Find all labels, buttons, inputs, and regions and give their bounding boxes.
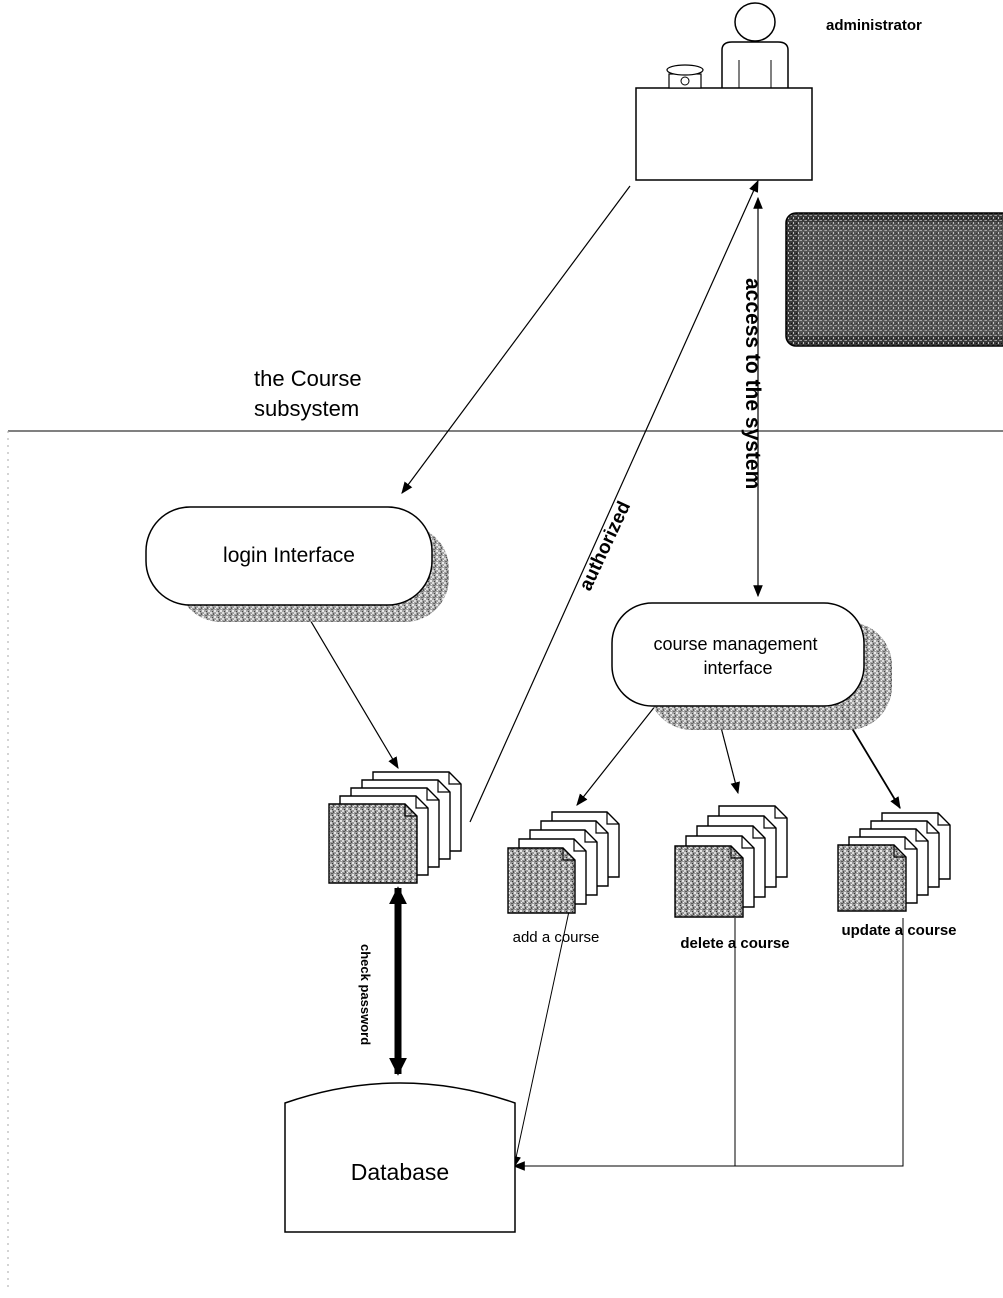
database-icon bbox=[285, 1083, 515, 1232]
check-password-label: check password bbox=[358, 944, 373, 1045]
database-node: Database bbox=[285, 1083, 515, 1232]
access-label: access to the system bbox=[741, 278, 764, 489]
update-course-pages-stack-icon bbox=[838, 813, 950, 911]
login-interface-node: login Interface bbox=[146, 507, 449, 622]
login-pages-stack-icon bbox=[329, 772, 461, 883]
subsystem-label-line-2: subsystem bbox=[254, 396, 359, 421]
edge-update-to-database bbox=[514, 918, 903, 1166]
page-sheet bbox=[675, 846, 743, 917]
subsystem-label-line-1: the Course bbox=[254, 366, 362, 391]
edge-login-to-pages bbox=[303, 608, 398, 768]
login-interface-label: login Interface bbox=[223, 544, 355, 567]
subsystem-label: the Course subsystem bbox=[254, 366, 368, 421]
add-course-pages-stack-icon bbox=[508, 812, 619, 913]
page-sheet bbox=[838, 845, 906, 911]
cmi-label-line-2: interface bbox=[703, 658, 772, 678]
administrator-at-desk-icon bbox=[636, 3, 812, 180]
delete-course-label: delete a course bbox=[680, 935, 789, 952]
course-management-interface-node: course management interface bbox=[612, 603, 892, 730]
administrator-label: administrator bbox=[826, 17, 922, 34]
database-label: Database bbox=[351, 1159, 449, 1185]
delete-course-pages-stack-icon bbox=[675, 806, 787, 917]
shaded-note bbox=[786, 213, 1003, 346]
edge-admin-to-login bbox=[402, 186, 630, 493]
authorized-label: authorized bbox=[575, 498, 635, 594]
add-course-label: add a course bbox=[513, 929, 600, 946]
page-sheet bbox=[508, 848, 575, 913]
update-course-label: update a course bbox=[841, 922, 956, 939]
page-sheet bbox=[329, 804, 417, 883]
cmi-label-line-1: course management bbox=[653, 634, 817, 654]
administrator-actor: administrator bbox=[636, 3, 922, 180]
edge-cmi-to-add bbox=[577, 705, 656, 805]
